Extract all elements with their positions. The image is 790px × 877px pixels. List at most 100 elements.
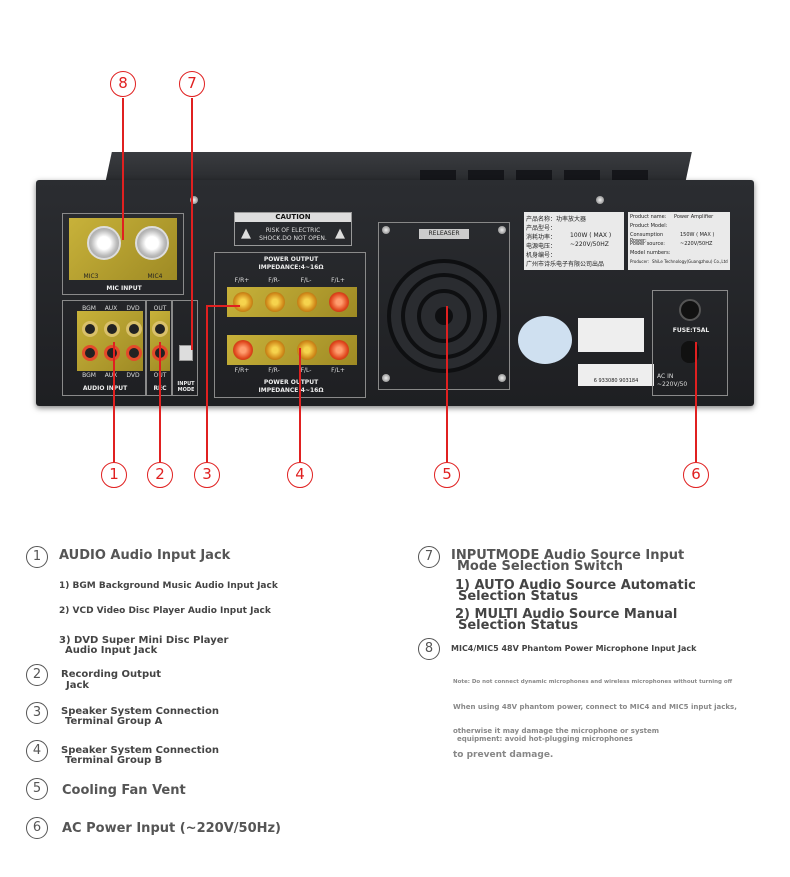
legend-item-title: Terminal Group A (65, 716, 163, 727)
legend-item-title: Recording Output (61, 669, 162, 680)
spec-value: Power Amplifier (674, 214, 714, 220)
bgm-label: BGM (82, 372, 96, 379)
legend-subitem: 2) VCD Video Disc Player Audio Input Jac… (59, 606, 271, 616)
legend-item-title: MIC4/MIC5 48V Phantom Power Microphone I… (451, 644, 697, 653)
speaker-terminal[interactable] (329, 292, 349, 312)
input-mode-switch[interactable] (179, 345, 193, 361)
barcode-number: 6 933080 903184 (593, 378, 639, 384)
rca-jack[interactable] (82, 321, 98, 337)
rca-jack[interactable] (126, 321, 142, 337)
legend-item-title: Terminal Group B (65, 755, 163, 766)
fuse-label: FUSE:T5AL (672, 327, 710, 334)
warning-icon: ▲ (335, 226, 345, 241)
caution-text: SHOCK.DO NOT OPEN. (259, 235, 327, 242)
top-vent (516, 170, 552, 180)
speaker-terminal[interactable] (233, 340, 253, 360)
spec-line: Consumption Power: (630, 232, 664, 244)
legend-subitem: Selection Status (458, 618, 579, 633)
mic-input-group: MIC3 MIC4 MIC INPUT (62, 213, 184, 295)
out-label: OUT (153, 305, 167, 312)
legend-number: 8 (418, 638, 440, 660)
ac-in-label: AC IN (657, 373, 674, 380)
spec-value: ShiLe Technology(Guangzhou) Co.,Ltd (652, 259, 728, 264)
spec-line: 机身编号： (526, 252, 557, 259)
power-input-group: FUSE:T5AL AC IN ~220V/50 (652, 290, 728, 396)
barcode: 6 933080 903184 (578, 364, 654, 386)
channel-label: F/R- (268, 367, 280, 374)
legend-note: Note: Do not connect dynamic microphones… (453, 679, 733, 685)
channel-label: F/L+ (331, 367, 345, 374)
spec-line: Producer: (630, 259, 650, 264)
speaker-terminal[interactable] (265, 292, 285, 312)
legend-note: otherwise it may damage the microphone o… (453, 727, 660, 735)
mic4-label: MIC4 (147, 273, 163, 280)
speaker-terminal[interactable] (297, 292, 317, 312)
callout-8: 8 (110, 71, 136, 97)
serial-sticker (578, 318, 644, 352)
mic-xlr-jack[interactable] (87, 226, 121, 260)
legend-item-title: Jack (66, 680, 90, 691)
spec-line: Product name: (630, 214, 667, 220)
legend-number: 5 (26, 778, 48, 800)
legend-subitem: Audio Input Jack (65, 645, 158, 656)
legend-number: 7 (418, 546, 440, 568)
callout-line (446, 306, 448, 462)
spec-label-cn: 产品名称：功率放大器 产品型号： 消耗功率： 100W ( MAX ) 电源电压… (524, 212, 624, 270)
power-output-group: POWER OUTPUT IMPEDANCE:4~16Ω F/R+ F/R- F… (214, 252, 366, 398)
aux-label: AUX (104, 372, 118, 379)
legend-item-title: INPUTMODE Audio Source Input (451, 548, 685, 563)
legend-item-title: AUDIO Audio Input Jack (59, 548, 231, 563)
spec-line: 产品型号： (526, 225, 557, 232)
legend-subitem: 1) BGM Background Music Audio Input Jack (59, 581, 278, 591)
ac-voltage-label: ~220V/50 (657, 381, 688, 388)
spec-line: Power source: (630, 241, 665, 247)
speaker-terminal[interactable] (297, 340, 317, 360)
spec-value: 150W ( MAX ) (680, 232, 715, 238)
rec-rca-jack[interactable] (152, 321, 168, 337)
rca-jack[interactable] (126, 345, 142, 361)
releaser-label: RELEASER (419, 229, 469, 239)
mic-xlr-jack[interactable] (135, 226, 169, 260)
speaker-terminal[interactable] (265, 340, 285, 360)
spec-line: 电源电压： (526, 243, 557, 250)
rca-jack[interactable] (82, 345, 98, 361)
caution-label: CAUTION RISK OF ELECTRIC SHOCK.DO NOT OP… (234, 212, 352, 246)
spec-line: Model numbers: (630, 250, 671, 256)
legend-item-title: Mode Selection Switch (457, 559, 624, 574)
top-vent (564, 170, 600, 180)
mic-input-label: MIC INPUT (106, 285, 142, 292)
spec-line: 广州市诗乐电子有限公司出品 (526, 261, 605, 268)
legend-item-title: AC Power Input (~220V/50Hz) (62, 821, 282, 836)
channel-label: F/L- (300, 367, 312, 374)
rca-jack[interactable] (104, 345, 120, 361)
input-mode-label: INPUT MODE (177, 381, 195, 393)
legend-number: 6 (26, 817, 48, 839)
speaker-terminal[interactable] (329, 340, 349, 360)
certification-seal-icon (518, 316, 572, 364)
callout-line (299, 348, 301, 462)
speaker-terminal[interactable] (233, 292, 253, 312)
callout-line (191, 98, 193, 350)
top-vent (468, 170, 504, 180)
callout-line (206, 305, 240, 307)
caution-title: CAUTION (235, 213, 351, 222)
impedance-label: IMPEDANCE:4~16Ω (258, 264, 324, 271)
rec-group: OUT OUT REC (146, 300, 172, 396)
fuse-holder[interactable] (679, 299, 701, 321)
warning-icon: ▲ (241, 226, 251, 241)
power-cord-inlet[interactable] (681, 341, 699, 363)
power-output-title: POWER OUTPUT (263, 379, 319, 386)
legend-item-title: Cooling Fan Vent (62, 783, 186, 798)
caution-text: RISK OF ELECTRIC (265, 227, 321, 234)
cooling-fan: RELEASER (378, 222, 510, 390)
audio-input-group: BGM AUX DVD BGM AUX DVD AUDIO INPUT (62, 300, 146, 396)
callout-1: 1 (101, 462, 127, 488)
audio-input-label: AUDIO INPUT (82, 385, 128, 392)
legend-number: 3 (26, 702, 48, 724)
rca-jack[interactable] (104, 321, 120, 337)
callout-2: 2 (147, 462, 173, 488)
callout-line (122, 98, 124, 240)
spec-label-en: Product name: Power Amplifier Product Mo… (628, 212, 730, 270)
channel-label: F/R+ (234, 367, 250, 374)
spec-line: 产品名称：功率放大器 (526, 216, 587, 223)
